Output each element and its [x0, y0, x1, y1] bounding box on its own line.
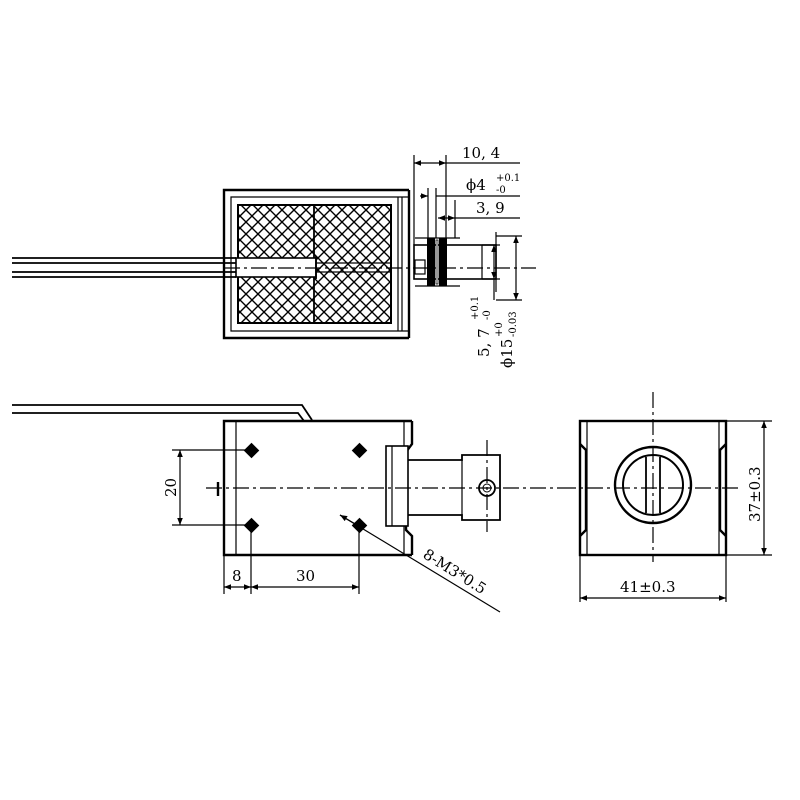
- thread-callout: 8-M3*0.5: [339, 514, 501, 613]
- spring-washer-top: [415, 237, 460, 287]
- svg-text:-0.03: -0.03: [508, 311, 519, 337]
- svg-text:37±0.3: 37±0.3: [746, 466, 764, 522]
- svg-text:3, 9: 3, 9: [476, 199, 505, 217]
- mounting-hole: [351, 442, 368, 459]
- svg-text:+0.1: +0.1: [496, 173, 520, 184]
- dim-phi4: ϕ4 +0.1 -0: [420, 173, 520, 238]
- solenoid-frame-top: [222, 188, 411, 340]
- dim-3-9: 3, 9: [438, 199, 520, 238]
- dim-5-7: 5, 7 +0.1 -0: [470, 244, 500, 357]
- svg-text:41±0.3: 41±0.3: [620, 578, 676, 596]
- plunger-front: [385, 445, 501, 527]
- svg-text:8: 8: [232, 567, 242, 585]
- svg-text:8-M3*0.5: 8-M3*0.5: [420, 545, 490, 598]
- top-view-section: 10, 4 ϕ4 +0.1 -0 3, 9 5, 7 +0.1 -0: [12, 144, 536, 368]
- end-view: 41±0.3 37±0.3: [560, 392, 772, 602]
- svg-text:30: 30: [296, 567, 315, 585]
- svg-text:ϕ4: ϕ4: [466, 176, 486, 194]
- svg-text:10, 4: 10, 4: [462, 144, 500, 162]
- lead-wires-top: [12, 257, 236, 278]
- svg-text:+0.1: +0.1: [470, 296, 481, 320]
- svg-text:+0: +0: [494, 322, 505, 337]
- dim-10-4: 10, 4: [413, 144, 520, 245]
- dim-20: 20: [162, 449, 250, 526]
- dim-8-30: 8 30: [223, 525, 360, 594]
- mounting-hole: [243, 442, 260, 459]
- svg-text:-0: -0: [496, 185, 506, 196]
- svg-text:ϕ15: ϕ15: [498, 339, 516, 368]
- svg-text:-0: -0: [482, 310, 493, 320]
- dim-37: 37±0.3: [726, 420, 772, 556]
- svg-text:20: 20: [162, 478, 180, 497]
- front-view: 20 8 30 8-M3*0.5: [12, 404, 560, 613]
- lead-wire-front: [12, 404, 313, 422]
- svg-text:5, 7: 5, 7: [475, 328, 493, 357]
- dim-phi15: ϕ15 +0 -0.03: [494, 235, 522, 368]
- dim-41: 41±0.3: [579, 555, 727, 602]
